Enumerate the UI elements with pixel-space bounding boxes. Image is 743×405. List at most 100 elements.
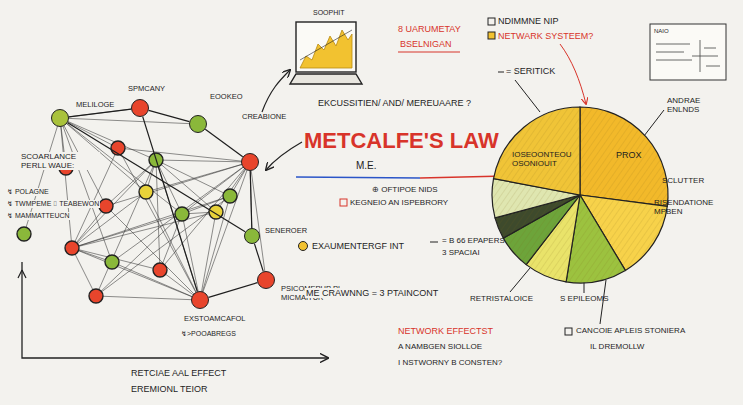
node-label: CREABIONE [241,113,287,122]
circled-mark [299,242,308,251]
mesh-line [156,160,230,196]
note-label: EREMIONL TEIOR [130,384,209,394]
note-label: EXAUMENTERGF INT [311,241,405,251]
checkbox [565,328,572,335]
note-label: SOOPHIT [313,9,345,17]
network-dot [153,263,167,277]
note-label: CANCOIE APLEIS STONIERA [576,326,685,335]
network-link [205,129,242,156]
mesh-line [60,118,112,262]
note-label: KEGNEIO AN ISPEBRORY [350,198,448,207]
network-link [143,117,198,292]
checkbox [340,199,347,206]
note-label: IL DREMOLLW [590,342,644,351]
mesh-line [156,160,182,214]
note-label: IOSEOONTEOU OSONIOUIT [512,150,574,168]
mesh-line [160,214,182,270]
network-node: SENEROER [244,228,260,244]
note-label: SCLUTTER [662,176,704,185]
network-dot [105,255,119,269]
pie-hatching [580,107,668,206]
network-dot [223,189,237,203]
network-dot [175,207,189,221]
mesh-line [200,162,250,300]
title-underline [420,176,505,178]
note-label: A NAMBGEN SIOLLOE [398,342,482,351]
leader-line [515,80,540,112]
mesh-line [182,214,200,300]
checkbox [488,18,495,25]
note-label: NETWARK SYSTEEM? [498,31,593,41]
screen-chart [300,30,352,68]
network-node: EXSTOAMCAFOL [191,291,209,309]
note-label: RISENDATIONE MPBEN [654,198,734,216]
note-label: NAIO [654,28,669,35]
pie-hatching [494,107,580,195]
mesh-line [200,212,216,300]
mesh-line [250,162,266,280]
mesh-line [156,160,250,162]
laptop-base [290,74,362,84]
red-underline [398,51,460,52]
mesh-line [200,196,230,300]
mesh-line [60,118,118,148]
network-link [68,123,246,232]
mesh-line [118,148,250,162]
mini-chart [650,24,726,80]
leader-line [510,268,530,292]
note-label: = SERITICK [506,66,555,76]
note-label: ↯ POLAGNE [6,188,50,196]
note-label: 3 SPACIAI [442,248,480,257]
note-label: SCOARLANCE PERLL WAUE: [20,152,100,170]
network-link [254,244,263,272]
note-label: RETRISTALOICE [470,294,533,303]
note-label: EKCUSSITIEN/ AND/ MEREUAARE ? [318,98,471,108]
network-node: MELILOGE [51,109,69,127]
title-underline [296,177,420,178]
axis-lines [22,262,328,358]
network-node: CREABIONE [241,153,259,171]
network-dot [89,289,103,303]
pie-chart [492,107,668,283]
note-label: 8 UARUMETAY [398,24,461,34]
leader-line [584,282,585,293]
network-link [209,283,258,298]
note-label: M.E. [356,160,377,172]
plot-axes [18,262,328,358]
plain-dots [17,141,237,303]
note-label: S EPILEOMS [560,294,608,303]
note-label: ↯ TWMPEME ⌷ TEABEWON [6,200,100,208]
node-label: SPMCANY [127,85,166,94]
network-node: SPMCANY [131,99,149,117]
leader-line [430,242,438,243]
mesh-line [96,296,200,300]
mesh-line [156,160,160,270]
node-label: MELILOGE [75,101,115,110]
axis-head [18,270,26,278]
network-node: EOOKEO [189,115,207,133]
mesh-line [72,206,106,248]
node-label: SENEROER [264,227,308,236]
note-label: ↯>POOABREGS [180,330,237,338]
network-dot [17,227,31,241]
network-link [149,110,190,121]
note-label: BSELNIGAN [400,39,452,49]
network-dot [65,241,79,255]
network-dot [111,141,125,155]
mesh-line [72,248,96,296]
note-label: = B 66 EPAPERS [442,236,505,245]
mesh-line [72,212,216,248]
network-dot [99,199,113,213]
note-label: NETWORK EFFECTST [398,326,493,336]
mesh-line [106,160,156,206]
title: METCALFE'S LAW [304,128,499,154]
checkbox [488,32,495,39]
network-dot [139,185,153,199]
network-link [250,171,252,228]
laptop-screen [296,22,356,72]
laptop-sketch [290,22,362,84]
network-link [69,109,131,117]
curved-arrow [266,142,302,170]
mesh-line [106,162,250,206]
